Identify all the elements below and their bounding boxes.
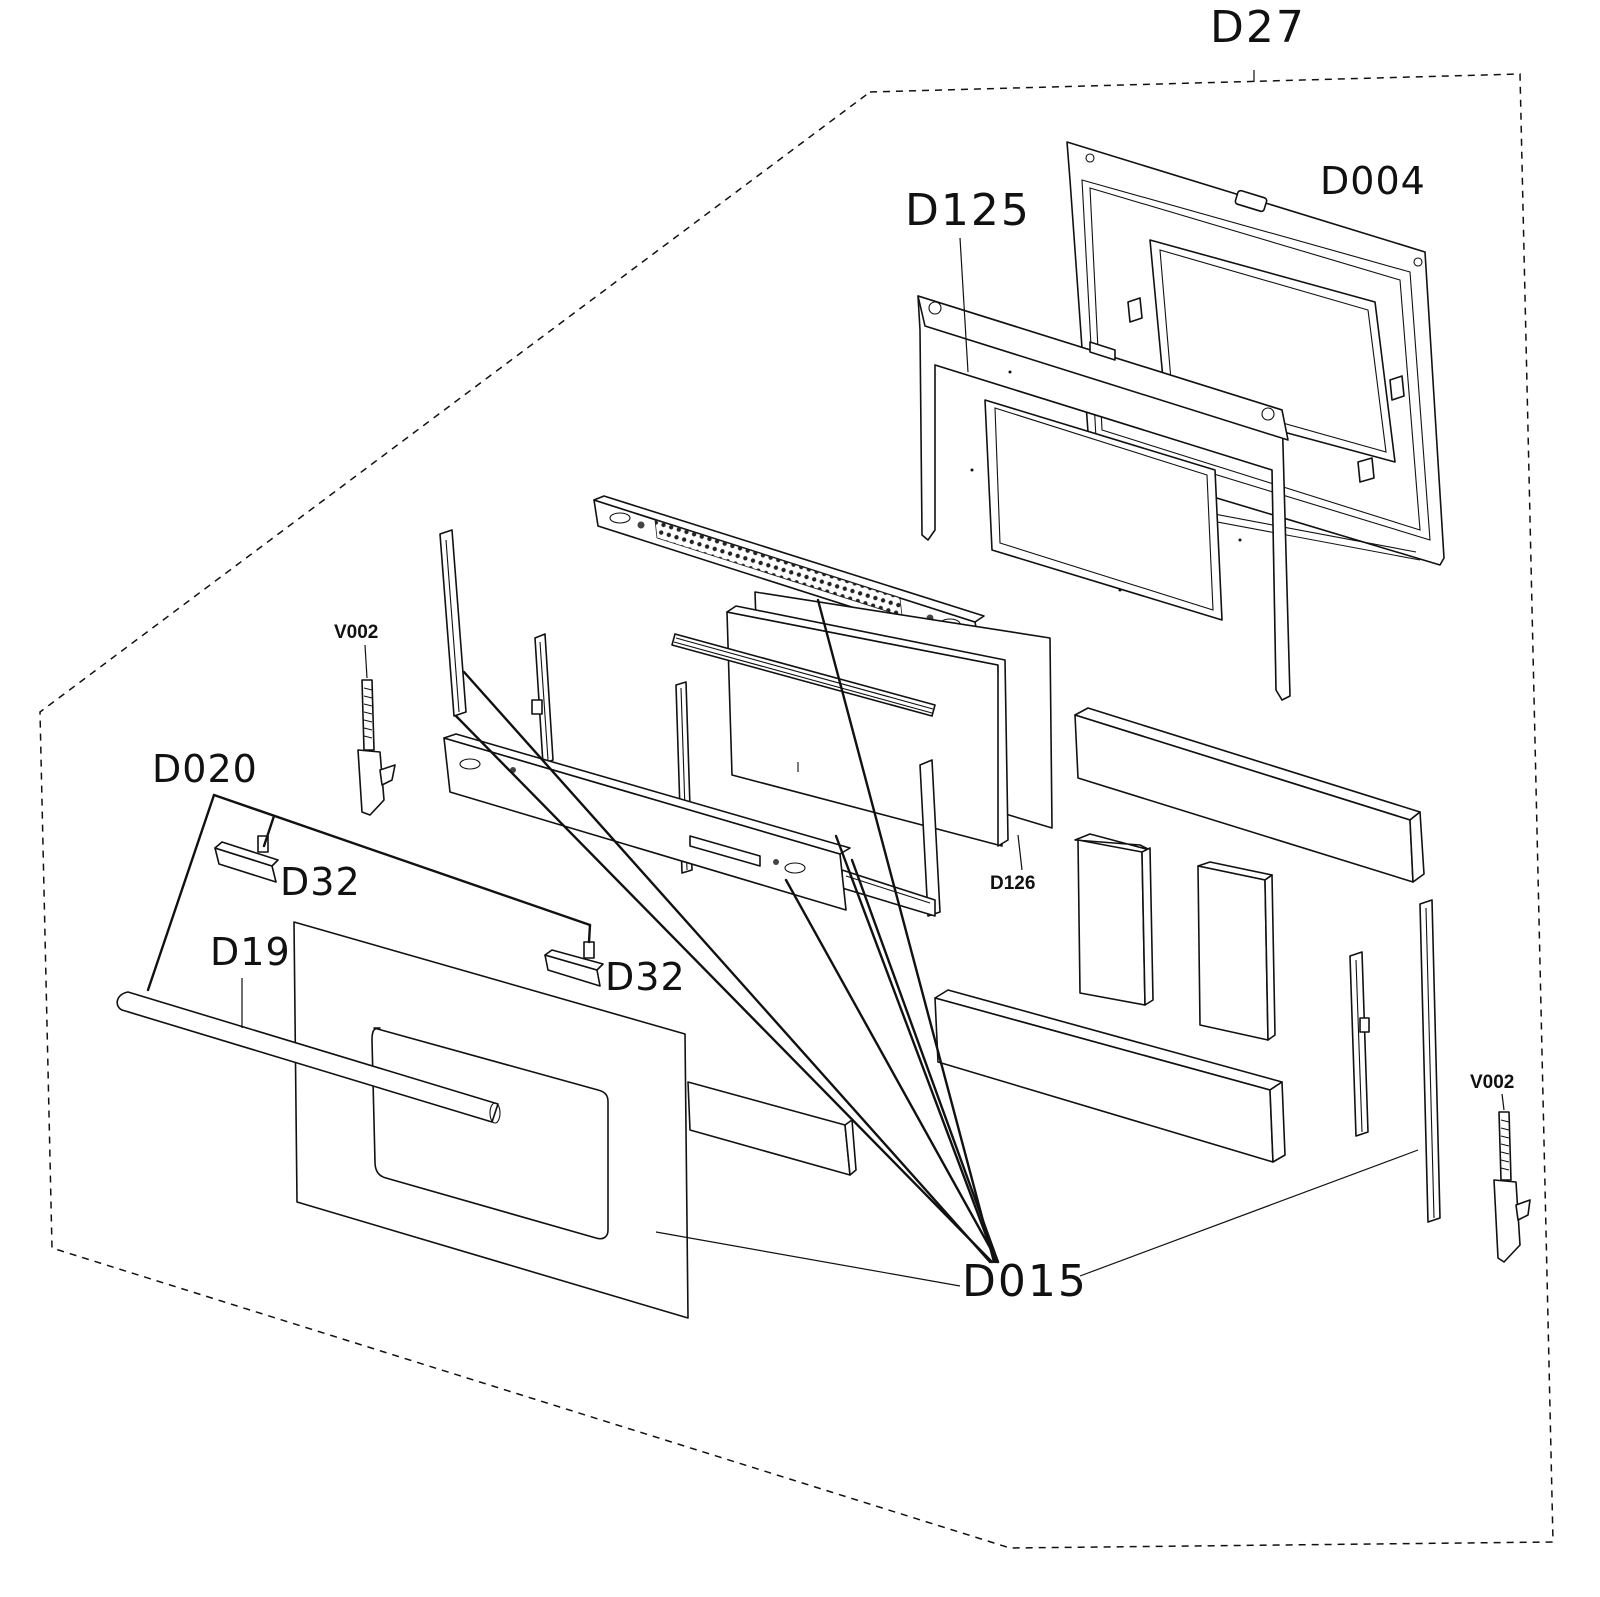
right-side-bracket-long <box>1419 899 1441 1223</box>
left-hinge-part <box>357 679 396 816</box>
insulation-block-small-right <box>1197 861 1276 1041</box>
d126-label: D126 <box>990 873 1035 894</box>
right-glass-channel-part <box>841 759 941 917</box>
assembly-boundary <box>39 70 1554 1549</box>
d015-leaders <box>454 598 1419 1287</box>
glass-channel-rail-part <box>671 633 936 717</box>
inner-door-frame-part <box>917 295 1291 701</box>
handle-support-left <box>214 835 279 883</box>
door-handle-part <box>116 991 501 1124</box>
d27-label: D27 <box>1210 2 1306 53</box>
insulation-block-bottom <box>934 989 1286 1163</box>
left-side-bracket-part <box>439 529 554 765</box>
d32-right-label: D32 <box>605 955 686 999</box>
insulation-block-top <box>1074 707 1425 883</box>
d015-label: D015 <box>962 1256 1088 1307</box>
insulation-strip-lower <box>687 1081 857 1176</box>
d32-left-label: D32 <box>280 860 361 904</box>
d126-leader <box>1017 834 1023 871</box>
d125-label: D125 <box>905 185 1031 236</box>
d020-leaders <box>146 793 592 992</box>
insulation-block-small-left <box>1074 833 1154 1006</box>
v002-left-leader <box>364 644 368 679</box>
right-side-bracket-short <box>1349 951 1370 1137</box>
d020-label: D020 <box>152 747 258 791</box>
v002-right-leader <box>1501 1093 1505 1111</box>
d19-label: D19 <box>210 930 291 974</box>
v002-right-label: V002 <box>1470 1072 1514 1093</box>
handle-support-right <box>544 941 604 987</box>
d004-label: D004 <box>1320 159 1426 203</box>
d125-leader <box>959 237 969 373</box>
v002-left-label: V002 <box>334 622 378 643</box>
right-hinge-part <box>1493 1111 1531 1263</box>
